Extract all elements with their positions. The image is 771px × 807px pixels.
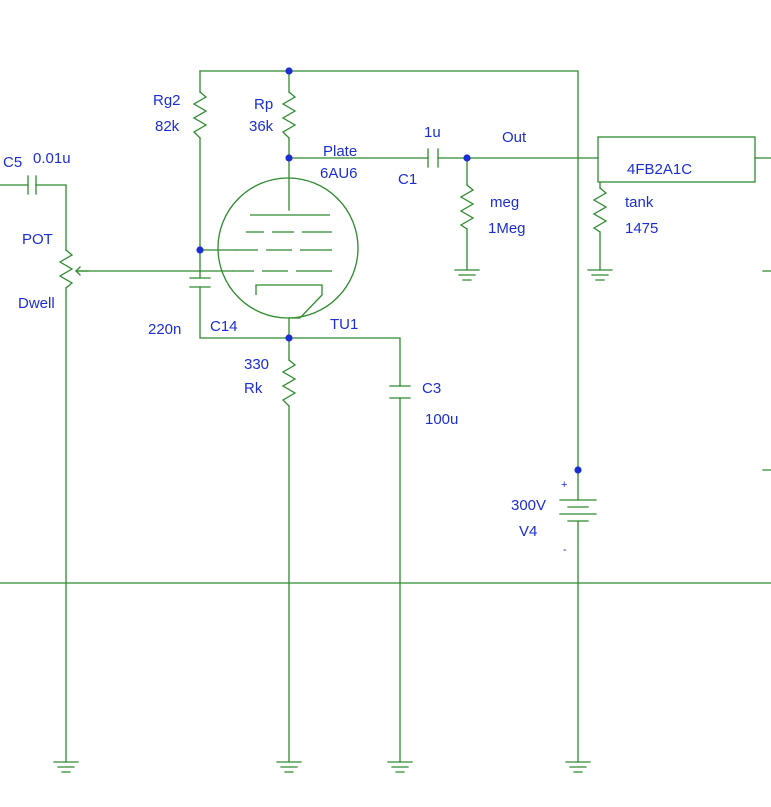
pot-ref-label: POT [22, 231, 53, 248]
c14-ref-label: C14 [210, 318, 238, 335]
rg2-ref-label: Rg2 [153, 92, 181, 109]
battery-v4 [559, 499, 597, 522]
capacitor-c3 [389, 385, 411, 399]
c1-value-label: 1u [424, 124, 441, 141]
tank-box-label: 4FB2A1C [627, 161, 692, 178]
resistor-rg2 [192, 91, 208, 139]
tube-value-label: 6AU6 [320, 165, 358, 182]
c14-value-label: 220n [148, 321, 181, 338]
labels: C5 0.01u POT Dwell Rg2 82k Rp 36k Plate … [3, 92, 692, 556]
c5-value-label: 0.01u [33, 150, 71, 167]
vacuum-tube-6au6 [217, 177, 359, 319]
rp-ref-label: Rp [254, 96, 273, 113]
c1-ref-label: C1 [398, 171, 417, 188]
v4-ref-label: V4 [519, 523, 537, 540]
resistor-meg [459, 184, 475, 230]
rg2-value-label: 82k [155, 118, 180, 135]
tank-value-label: 1475 [625, 220, 658, 237]
rk-ref-label: Rk [244, 380, 263, 397]
wires [0, 70, 771, 763]
junction-dot [574, 466, 582, 474]
ground-symbols [53, 269, 613, 773]
c3-ref-label: C3 [422, 380, 441, 397]
resistor-rk [281, 359, 297, 407]
c3-value-label: 100u [425, 411, 458, 428]
junctions [196, 67, 582, 474]
resistor-tank [592, 187, 608, 233]
resistor-rp [281, 91, 297, 139]
pot-value-label: Dwell [18, 295, 55, 312]
capacitor-c14 [189, 277, 211, 288]
junction-dot [463, 154, 471, 162]
meg-ref-label: meg [490, 194, 519, 211]
c5-ref-label: C5 [3, 154, 22, 171]
rk-value-label: 330 [244, 356, 269, 373]
capacitor-c1 [427, 148, 439, 168]
junction-dot [285, 334, 293, 342]
v4-minus-label: - [563, 544, 567, 556]
tube-ref-label: TU1 [330, 316, 358, 333]
rp-value-label: 36k [249, 118, 274, 135]
capacitor-c5 [27, 175, 37, 195]
out-net-label: Out [502, 129, 527, 146]
junction-dot [285, 67, 293, 75]
v4-value-label: 300V [511, 497, 546, 514]
meg-value-label: 1Meg [488, 220, 526, 237]
junction-dot [285, 154, 293, 162]
junction-dot [196, 246, 204, 254]
tank-ref-label: tank [625, 194, 654, 211]
v4-plus-label: + [561, 479, 567, 491]
potentiometer [58, 249, 89, 289]
tank-box [597, 136, 756, 183]
plate-net-label: Plate [323, 143, 357, 160]
